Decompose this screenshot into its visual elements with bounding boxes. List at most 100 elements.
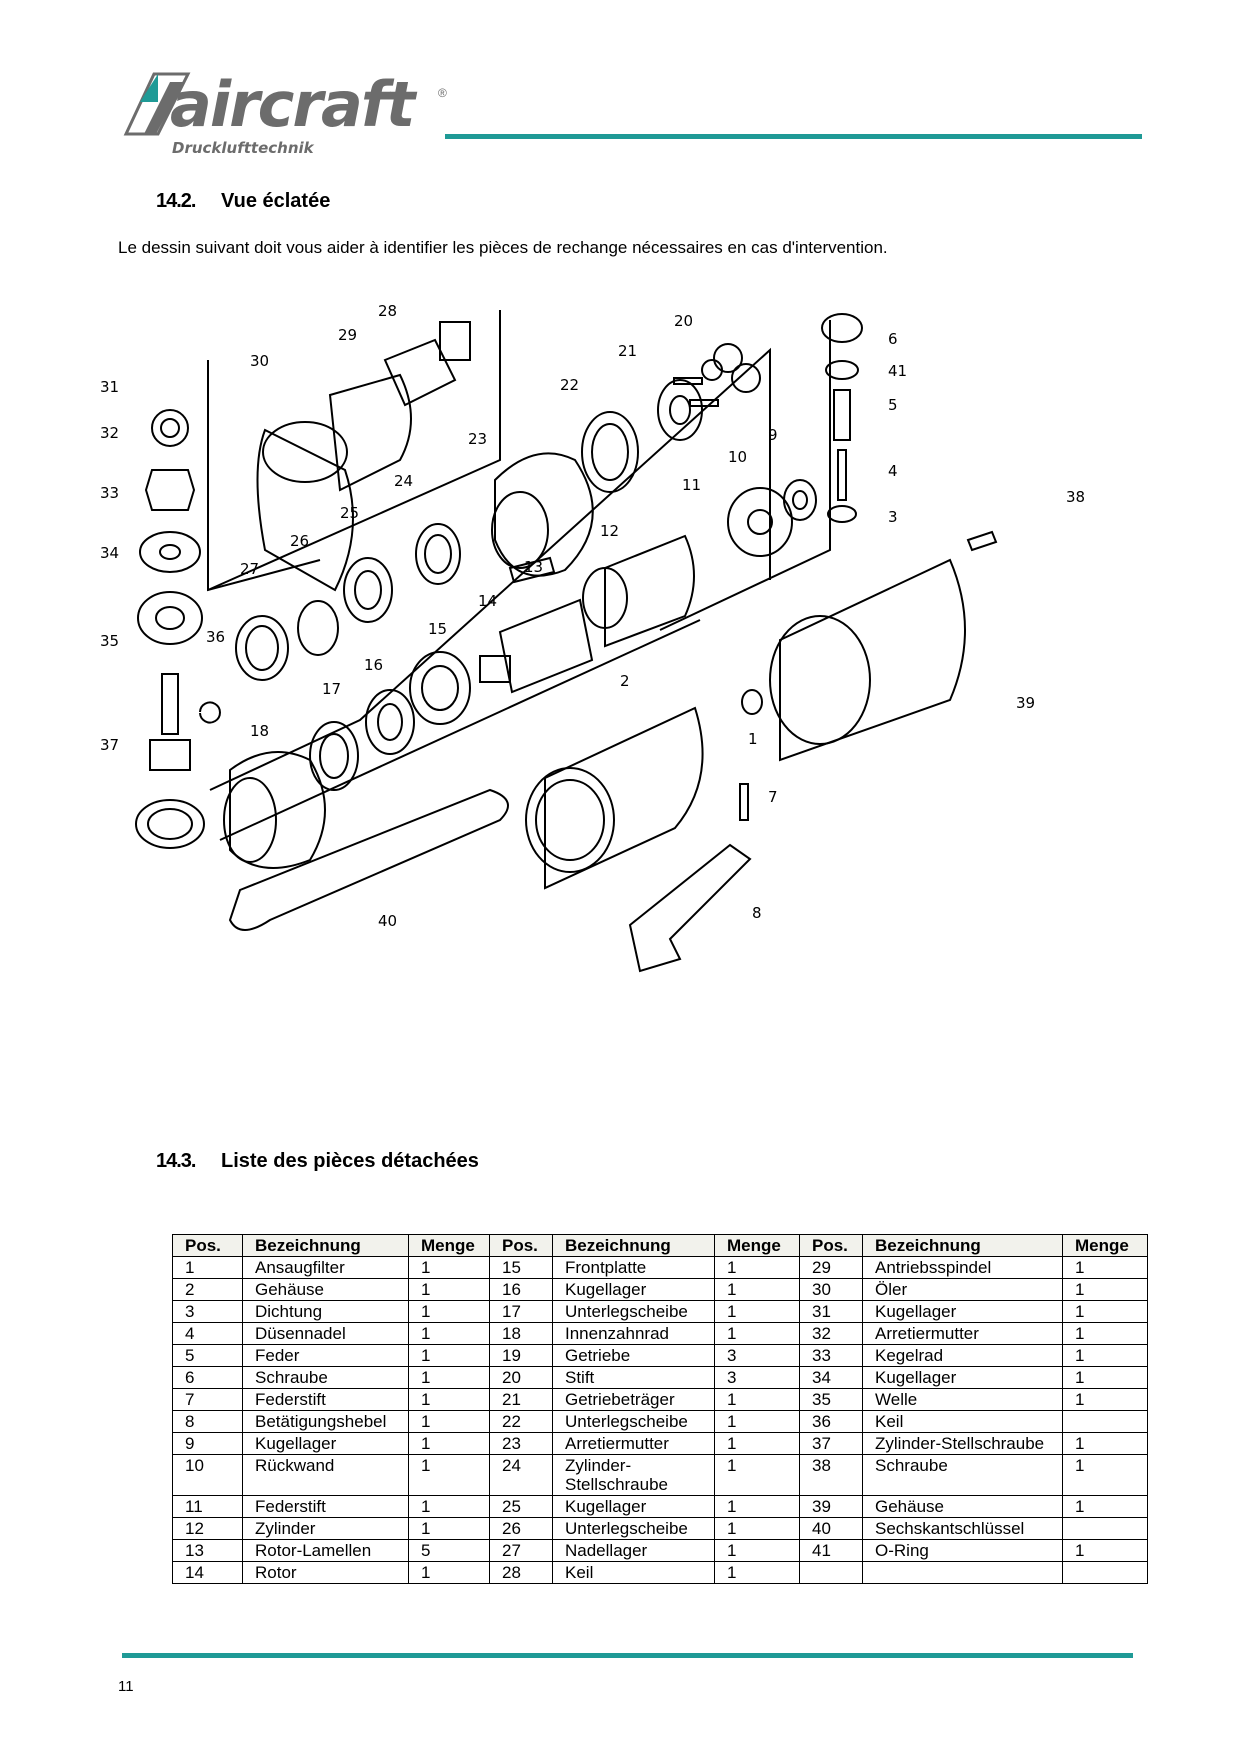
- cell-menge: 1: [1062, 1300, 1148, 1323]
- cell-menge: 1: [408, 1256, 490, 1279]
- cell-pos: 17: [489, 1300, 553, 1323]
- header-pos: Pos.: [799, 1234, 863, 1257]
- header-pos: Pos.: [172, 1234, 243, 1257]
- cell-bezeichnung: Dichtung: [242, 1300, 409, 1323]
- exploded-view-drawing: 1 2 3 4 5 6 7 8 9 10 11 12 13 14 15 16 1…: [100, 300, 1085, 973]
- callout-24: 24: [394, 472, 413, 490]
- cell-menge: 1: [714, 1278, 800, 1301]
- cell-menge: 1: [714, 1388, 800, 1411]
- cell-bezeichnung: Unterlegscheibe: [552, 1410, 715, 1433]
- cell-pos: 32: [799, 1322, 863, 1345]
- callout-11: 11: [682, 476, 701, 494]
- callout-25: 25: [340, 504, 359, 522]
- callout-12: 12: [600, 522, 619, 540]
- header-menge: Menge: [1062, 1234, 1148, 1257]
- cell-pos: 13: [172, 1539, 243, 1562]
- cell-pos: 7: [172, 1388, 243, 1411]
- cell-menge: 1: [1062, 1278, 1148, 1301]
- cell-bezeichnung: Frontplatte: [552, 1256, 715, 1279]
- cell-pos: 26: [489, 1517, 553, 1540]
- intro-paragraph: Le dessin suivant doit vous aider à iden…: [118, 238, 888, 257]
- header-menge: Menge: [714, 1234, 800, 1257]
- cell-menge: 1: [408, 1517, 490, 1540]
- cell-menge: 1: [408, 1454, 490, 1496]
- callout-2: 2: [620, 672, 630, 690]
- callout-10: 10: [728, 448, 747, 466]
- cell-pos: 11: [172, 1495, 243, 1518]
- callout-7: 7: [768, 788, 778, 806]
- cell-bezeichnung: Kugellager: [552, 1495, 715, 1518]
- cell-bezeichnung: Arretiermutter: [862, 1322, 1063, 1345]
- cell-pos: 35: [799, 1388, 863, 1411]
- brand-subtitle: Drucklufttechnik: [172, 139, 314, 157]
- cell-bezeichnung: Kugellager: [862, 1300, 1063, 1323]
- callout-19: 19: [716, 300, 735, 304]
- cell-bezeichnung: Kegelrad: [862, 1344, 1063, 1367]
- cell-pos: 16: [489, 1278, 553, 1301]
- brand-name: aircraft: [170, 68, 415, 141]
- cell-pos: 31: [799, 1300, 863, 1323]
- cell-bezeichnung: Federstift: [242, 1495, 409, 1518]
- cell-bezeichnung: Rotor-Lamellen: [242, 1539, 409, 1562]
- callout-13: 13: [524, 558, 543, 576]
- cell-pos: 37: [799, 1432, 863, 1455]
- callout-15: 15: [428, 620, 447, 638]
- cell-menge: [1062, 1561, 1148, 1584]
- cell-menge: 1: [1062, 1388, 1148, 1411]
- cell-pos: 41: [799, 1539, 863, 1562]
- cell-pos: 9: [172, 1432, 243, 1455]
- callout-36: 36: [206, 628, 225, 646]
- callout-22: 22: [560, 376, 579, 394]
- cell-pos: [799, 1561, 863, 1584]
- cell-menge: 1: [714, 1300, 800, 1323]
- callout-41: 41: [888, 362, 907, 380]
- section-143-title: Liste des pièces détachées: [221, 1150, 479, 1172]
- cell-bezeichnung: Unterlegscheibe: [552, 1517, 715, 1540]
- cell-pos: 25: [489, 1495, 553, 1518]
- cell-menge: 3: [714, 1344, 800, 1367]
- cell-bezeichnung: Federstift: [242, 1388, 409, 1411]
- callout-23: 23: [468, 430, 487, 448]
- callout-32: 32: [100, 424, 119, 442]
- callout-33: 33: [100, 484, 119, 502]
- cell-pos: 3: [172, 1300, 243, 1323]
- callout-14: 14: [478, 592, 497, 610]
- cell-bezeichnung: Arretiermutter: [552, 1432, 715, 1455]
- cell-pos: 1: [172, 1256, 243, 1279]
- cell-pos: 21: [489, 1388, 553, 1411]
- cell-pos: 12: [172, 1517, 243, 1540]
- cell-menge: 1: [1062, 1366, 1148, 1389]
- cell-bezeichnung: Antriebsspindel: [862, 1256, 1063, 1279]
- callout-29: 29: [338, 326, 357, 344]
- cell-bezeichnung: Gehäuse: [242, 1278, 409, 1301]
- cell-pos: 36: [799, 1410, 863, 1433]
- cell-pos: 8: [172, 1410, 243, 1433]
- header-bezeichnung: Bezeichnung: [862, 1234, 1063, 1257]
- cell-pos: 10: [172, 1454, 243, 1496]
- cell-pos: 5: [172, 1344, 243, 1367]
- cell-menge: 1: [714, 1561, 800, 1584]
- callout-39: 39: [1016, 694, 1035, 712]
- cell-bezeichnung: Rückwand: [242, 1454, 409, 1496]
- callout-5: 5: [888, 396, 898, 414]
- cell-menge: 1: [714, 1454, 800, 1496]
- cell-menge: 1: [714, 1539, 800, 1562]
- cell-bezeichnung: Stift: [552, 1366, 715, 1389]
- cell-bezeichnung: Getriebe: [552, 1344, 715, 1367]
- cell-bezeichnung: Keil: [552, 1561, 715, 1584]
- cell-pos: 39: [799, 1495, 863, 1518]
- callout-35: 35: [100, 632, 119, 650]
- callout-labels: 1 2 3 4 5 6 7 8 9 10 11 12 13 14 15 16 1…: [100, 300, 1085, 930]
- cell-menge: 1: [714, 1517, 800, 1540]
- cell-bezeichnung: Sechskantschlüssel: [862, 1517, 1063, 1540]
- callout-27: 27: [240, 560, 259, 578]
